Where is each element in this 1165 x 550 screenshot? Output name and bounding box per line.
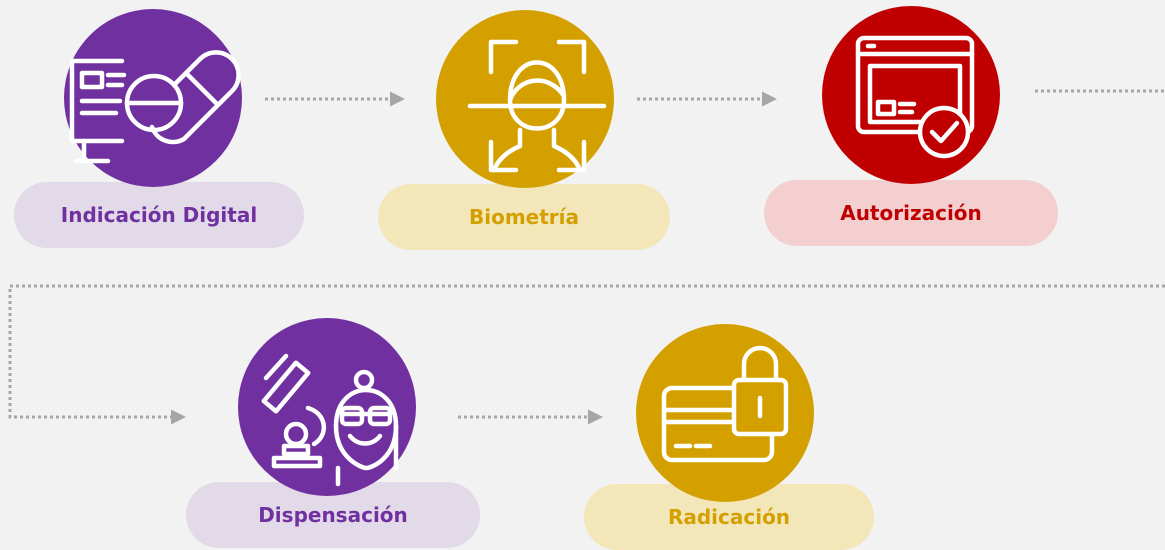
approval-window-icon [855, 35, 975, 159]
step-label-pill: Autorización [764, 180, 1058, 246]
step-label-pill: Indicación Digital [14, 182, 304, 248]
step-circle [238, 318, 416, 496]
step-circle [636, 324, 814, 502]
digital-prescription-icon [69, 50, 241, 164]
step-label-pill: Biometría [378, 184, 670, 250]
step-label: Autorización [840, 201, 982, 225]
step-label: Radicación [667, 505, 791, 529]
row-wrap-connector [8, 284, 1165, 425]
step-label: Dispensación [258, 503, 408, 527]
locked-card-icon [661, 345, 789, 463]
face-scan-icon [467, 39, 607, 173]
step-label: Indicación Digital [60, 203, 258, 227]
microscope-doctor-icon [261, 353, 399, 487]
step-label: Biometría [468, 205, 580, 229]
step-circle [436, 10, 614, 188]
step-circle [64, 9, 242, 187]
step-circle [822, 6, 1000, 184]
